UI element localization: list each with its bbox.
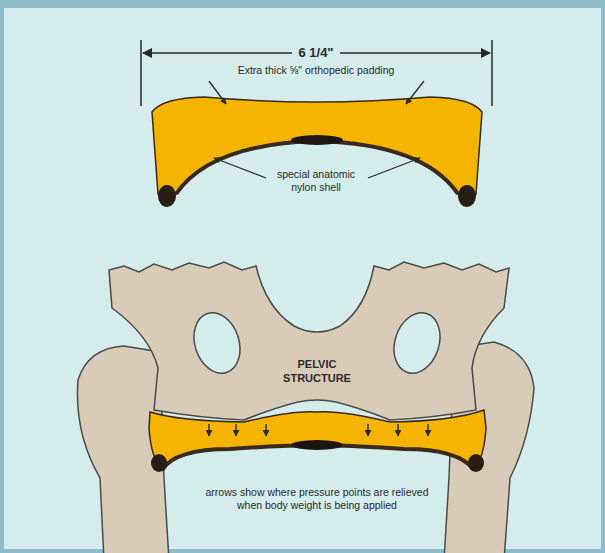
callout-text: special anatomic nylon shell bbox=[277, 168, 355, 193]
callout-text: special anatomic nylon shell bbox=[266, 168, 366, 194]
pressure-arrow bbox=[427, 424, 428, 436]
cushion-profile bbox=[152, 97, 482, 207]
pressure-arrow bbox=[235, 424, 236, 436]
structure-label: PELVIC STRUCTURE bbox=[272, 358, 362, 386]
foramen-hole bbox=[186, 307, 247, 380]
callout-text: arrows show where pressure points are re… bbox=[206, 486, 429, 511]
pressure-arrow bbox=[208, 424, 209, 436]
illustration bbox=[4, 8, 605, 553]
cushion-profile bbox=[149, 410, 486, 472]
callout-text: arrows show where pressure points are re… bbox=[202, 486, 432, 512]
pressure-arrow bbox=[209, 424, 428, 436]
connector-layer bbox=[4, 8, 605, 553]
dimension-text: 6 1/4" bbox=[271, 45, 361, 61]
bone-outline bbox=[109, 262, 509, 420]
bone-outline bbox=[102, 258, 514, 422]
callout-text: Extra thick ⅝" orthopedic padding bbox=[238, 64, 395, 76]
callout-text: Extra thick ⅝" orthopedic padding bbox=[181, 64, 451, 77]
leader-line bbox=[209, 81, 424, 178]
pressure-arrow bbox=[367, 424, 368, 436]
dimension-text: 6 1/4" bbox=[292, 45, 339, 60]
pressure-arrow bbox=[397, 424, 398, 436]
foramen-hole bbox=[386, 307, 447, 380]
dimension-line bbox=[141, 40, 492, 106]
pressure-arrow bbox=[265, 424, 266, 436]
pelvic-bone: PELVIC STRUCTURE bbox=[102, 258, 514, 422]
